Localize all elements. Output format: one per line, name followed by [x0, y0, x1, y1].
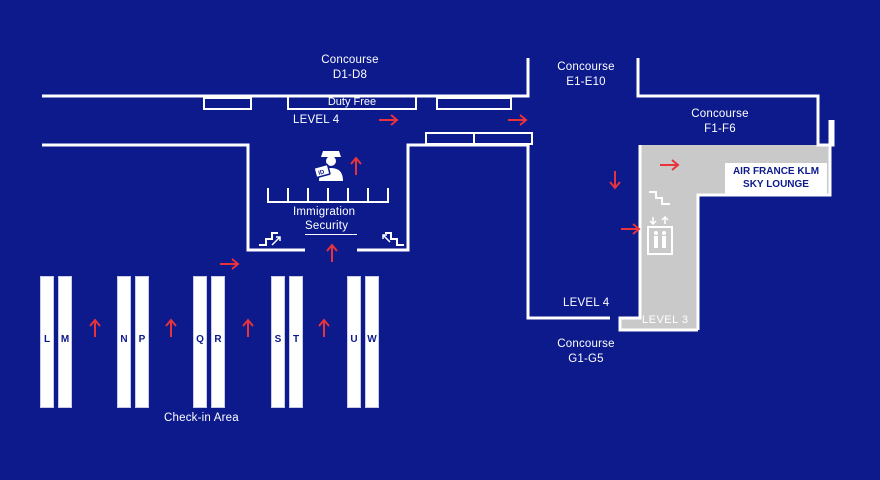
desk-letter-t: T — [292, 334, 300, 345]
shop-box-right — [436, 97, 512, 110]
security-underline — [305, 234, 357, 235]
checkin-desk-m — [58, 276, 72, 408]
checkin-desk-t — [289, 276, 303, 408]
wall-corridor-lower — [42, 143, 305, 252]
shop-box-left — [203, 97, 252, 110]
level4-label-right: LEVEL 4 — [563, 297, 610, 309]
checkin-desk-n — [117, 276, 131, 408]
immigration-label: Immigration — [293, 206, 356, 218]
direction-arrow-icon — [326, 243, 338, 262]
direction-arrow-icon — [220, 258, 240, 270]
direction-arrow-icon — [165, 318, 177, 337]
wall-level3-left — [618, 145, 698, 332]
desk-letter-w: W — [367, 334, 377, 345]
checkin-desk-q — [193, 276, 207, 408]
direction-arrow-icon — [621, 223, 641, 235]
desk-letter-s: S — [274, 334, 282, 345]
elevator-icon — [647, 215, 673, 255]
desk-letter-u: U — [350, 334, 358, 345]
duty-free-label: Duty Free — [287, 95, 417, 110]
direction-arrow-icon — [89, 318, 101, 337]
checkin-area-label: Check-in Area — [164, 412, 239, 424]
escalator-down-icon — [382, 232, 404, 246]
security-barrier-icon — [267, 188, 389, 203]
direction-arrow-icon — [350, 156, 362, 175]
desk-letter-r: R — [214, 334, 222, 345]
shop-box-e-left — [425, 132, 475, 145]
direction-arrow-icon — [508, 114, 528, 126]
direction-arrow-icon — [660, 159, 680, 171]
security-label: Security — [305, 220, 349, 232]
direction-arrow-icon — [318, 318, 330, 337]
wall-ef-top — [636, 58, 835, 147]
svg-text:ID: ID — [318, 169, 326, 177]
direction-arrow-icon — [242, 318, 254, 337]
wall-lounge — [696, 120, 832, 330]
desk-letter-n: N — [120, 334, 128, 345]
checkin-desk-u — [347, 276, 361, 408]
desk-letter-q: Q — [196, 334, 204, 345]
checkin-desk-p — [135, 276, 149, 408]
level4-label-left: LEVEL 4 — [293, 114, 340, 126]
wall-top — [42, 58, 530, 98]
desk-letter-m: M — [60, 334, 70, 345]
checkin-desk-r — [211, 276, 225, 408]
direction-arrow-icon — [379, 114, 399, 126]
escalator-up-icon — [259, 232, 281, 246]
desk-letter-l: L — [43, 334, 51, 345]
shop-box-e-right — [473, 132, 533, 145]
lounge-label: AIR FRANCE KLM SKY LOUNGE — [725, 163, 827, 194]
checkin-desk-w — [365, 276, 379, 408]
checkin-desk-l — [40, 276, 54, 408]
escalator-icon-level3 — [649, 191, 670, 205]
wall-security-right — [357, 143, 610, 320]
immigration-officer-icon: ID — [313, 151, 343, 181]
checkin-desk-s — [271, 276, 285, 408]
level3-label: LEVEL 3 — [642, 314, 689, 326]
direction-arrow-icon — [609, 171, 621, 190]
desk-letter-p: P — [138, 334, 146, 345]
